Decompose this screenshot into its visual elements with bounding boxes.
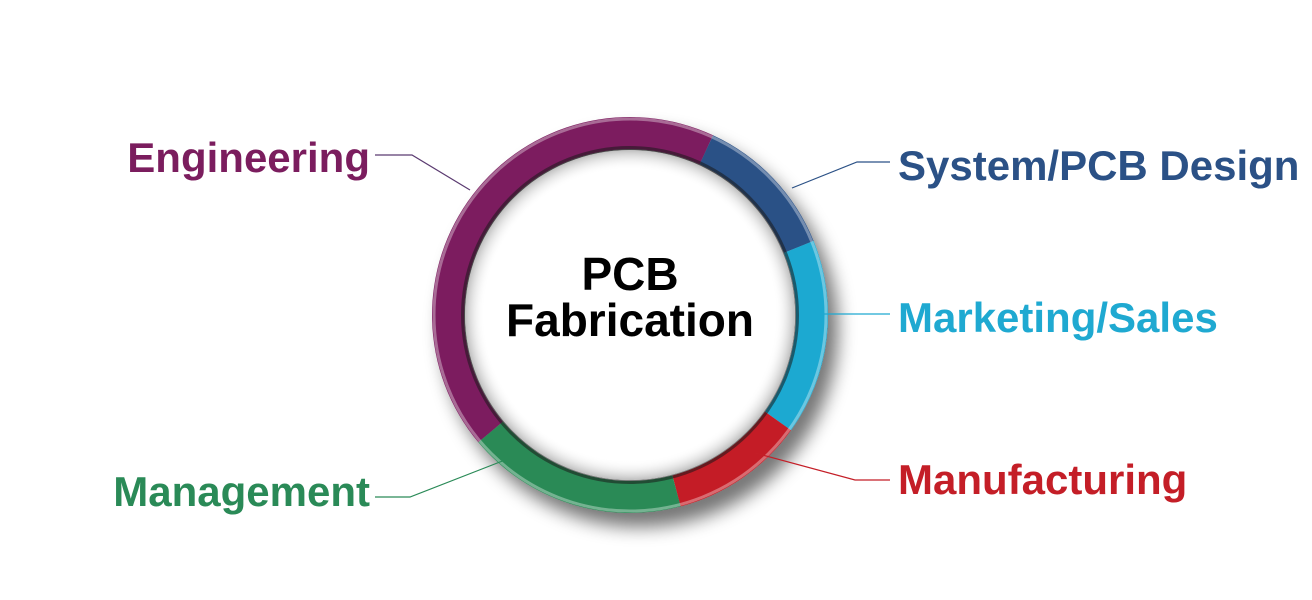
ring-outer-highlight: [432, 117, 828, 513]
center-disc-shade: [465, 150, 795, 480]
leader-line-manufacturing: [754, 452, 890, 481]
label-marketing-sales: Marketing/Sales: [898, 294, 1218, 341]
label-engineering: Engineering: [127, 134, 370, 181]
ring: [432, 117, 828, 513]
leader-line-system-pcb-design: [791, 161, 890, 189]
center-title-line2: Fabrication: [506, 294, 754, 346]
ring-segment-manufacturing: [672, 411, 791, 507]
label-management: Management: [113, 468, 370, 515]
center-title-line1: PCB: [581, 248, 678, 300]
label-system-pcb-design: System/PCB Design: [898, 142, 1299, 189]
leader-line-engineering: [375, 154, 471, 191]
ring-inner-edge: [461, 146, 799, 484]
leader-line-management: [375, 459, 506, 498]
ring-segment-system-pcb-design: [699, 135, 814, 253]
label-manufacturing: Manufacturing: [898, 456, 1187, 503]
ring-segment-management: [478, 421, 681, 513]
ring-segment-engineering: [432, 117, 714, 443]
